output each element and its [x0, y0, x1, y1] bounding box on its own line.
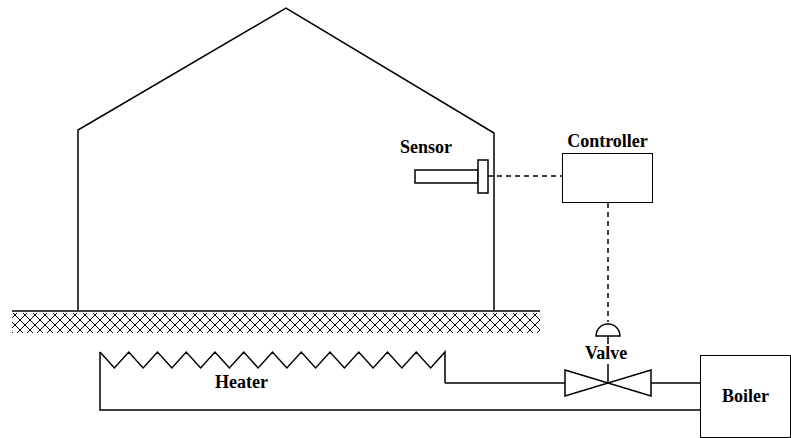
pipe	[445, 382, 565, 384]
ground-line	[12, 310, 540, 312]
box-text: Boiler	[722, 387, 769, 407]
sensor-probe	[415, 170, 478, 183]
valve-symbol	[565, 370, 651, 396]
signal-line	[488, 175, 562, 177]
valve-label: Valve	[583, 344, 629, 364]
signal-line	[607, 203, 609, 322]
sensor-label: Sensor	[398, 138, 454, 158]
pipe	[651, 382, 700, 384]
ground-hatch	[12, 313, 540, 333]
valve-actuator	[596, 324, 620, 336]
box-heading: Controller	[565, 132, 650, 152]
heater-coil	[100, 352, 445, 383]
controller-box: Controller	[562, 153, 653, 203]
greenhouse-outline	[78, 8, 494, 310]
heater-label: Heater	[213, 373, 270, 393]
boiler-box: Boiler	[700, 355, 791, 438]
sensor-mount	[478, 160, 488, 193]
